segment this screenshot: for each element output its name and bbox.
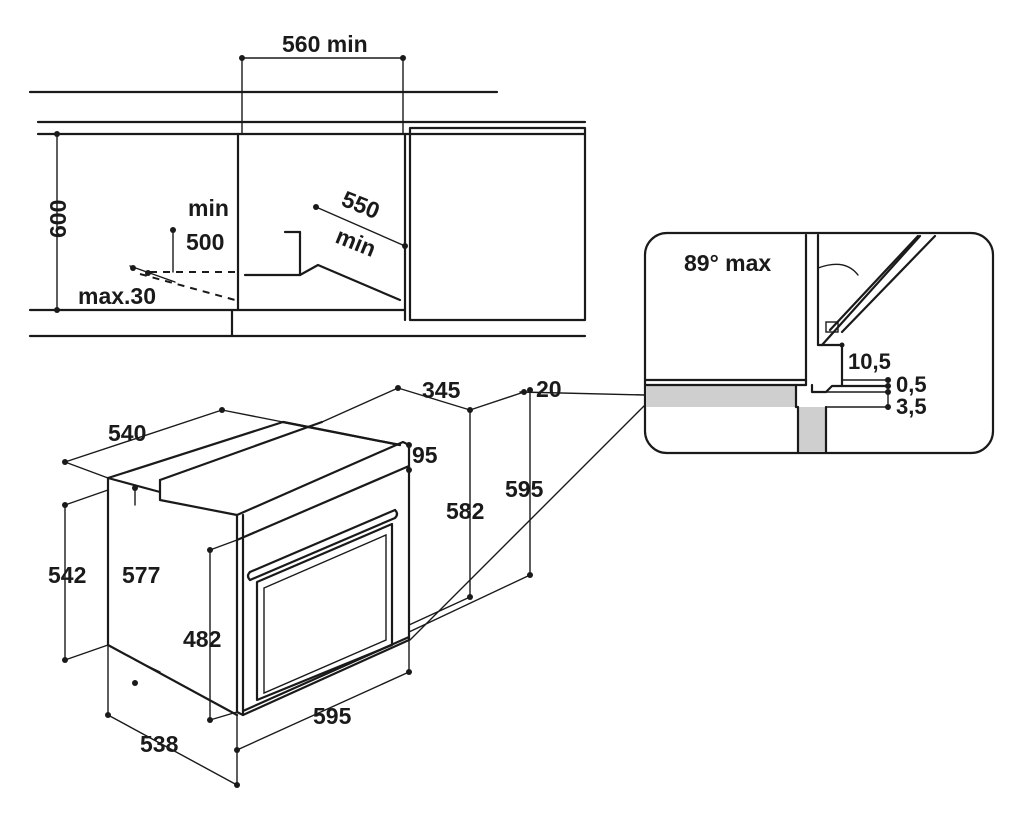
detail-worktop (646, 385, 796, 407)
oven-bottom-edge (241, 635, 411, 713)
label-depth-top: 345 (422, 377, 461, 403)
label-back-min-value: 500 (186, 229, 224, 255)
label-gap-max: max.30 (78, 283, 156, 309)
niche-inner-floor (243, 263, 402, 302)
oven-control-panel (235, 464, 411, 542)
label-depth-value: 550 (338, 186, 383, 224)
label-depth-word: min (332, 223, 380, 262)
label-front-width: 595 (313, 703, 352, 729)
dim-depth-top (321, 387, 399, 423)
label-height: 600 (45, 200, 71, 238)
oven-top-left-edge (106, 476, 162, 494)
callout-leader-1 (409, 404, 646, 641)
slot-leader (129, 265, 176, 283)
oven-side-outline (106, 476, 239, 717)
oven-handle (248, 508, 397, 582)
oven-top-back (106, 420, 402, 480)
label-front-thickness: 20 (536, 376, 562, 402)
oven-top-mid-edge (158, 420, 324, 482)
label-detail-d3: 3,5 (896, 394, 927, 419)
ventilation-slot-bottom (139, 273, 236, 301)
oven-top-right-edge (281, 420, 402, 447)
label-door-height: 482 (183, 626, 221, 652)
label-body-height: 577 (122, 562, 160, 588)
callout-leader-2 (519, 391, 646, 396)
label-height-582: 582 (446, 498, 484, 524)
detail-hinge (825, 321, 839, 333)
detail-callout: 89° max 10,5 0,5 3,5 (643, 231, 995, 455)
detail-door-edge-3 (840, 234, 937, 334)
label-detail-d1: 10,5 (848, 349, 891, 374)
adjacent-cabinet (408, 126, 587, 322)
oven-isometric: 540 345 20 95 595 582 542 577 482 595 53… (48, 376, 562, 788)
detail-block (816, 343, 844, 387)
dim-front-width (236, 671, 410, 751)
detail-cabinet-side (798, 407, 826, 452)
oven-flange (158, 478, 239, 517)
label-width-min: 560 min (282, 31, 368, 57)
detail-frame (643, 231, 995, 455)
label-angle-max: 89° max (684, 250, 771, 276)
label-detail-d2: 0,5 (896, 372, 927, 397)
detail-door-edge-2 (828, 234, 920, 332)
detail-door-edge-1 (820, 234, 922, 347)
label-body-depth: 538 (140, 731, 179, 757)
detail-angle-arc (817, 263, 859, 276)
label-side-height: 542 (48, 562, 86, 588)
dim-front-thickness (469, 391, 525, 411)
detail-seal (810, 383, 890, 394)
dim-depth-total (64, 409, 223, 463)
dim-body-depth (107, 714, 238, 786)
detail-side-edge (794, 383, 800, 454)
oven-door-glass (263, 533, 387, 695)
label-depth-total: 540 (108, 420, 146, 446)
label-back-min-word: min (188, 195, 229, 221)
label-panel-height: 95 (412, 442, 438, 468)
cabinet-niche: 560 min 600 550 min min 500 max.30 (28, 31, 587, 338)
depth-dimension-line (315, 206, 406, 247)
label-front-height: 595 (505, 476, 544, 502)
